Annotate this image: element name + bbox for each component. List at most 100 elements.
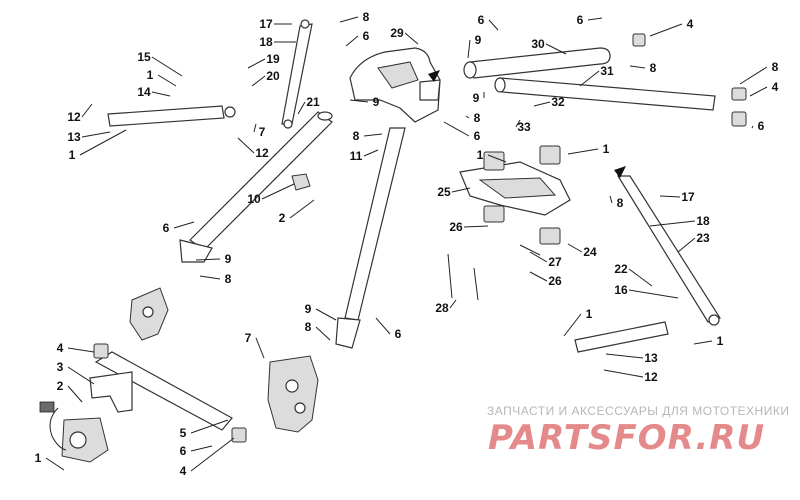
leader-line [449, 299, 457, 309]
callout-number: 22 [614, 262, 628, 276]
callout-number: 1 [586, 307, 593, 321]
callout-number: 9 [475, 33, 482, 47]
callout-number: 6 [363, 29, 370, 43]
leader-line [349, 99, 369, 103]
callout-number: 20 [266, 69, 280, 83]
callout-number: 6 [163, 221, 170, 235]
left-mid-assembly [129, 287, 169, 341]
callout-number: 8 [772, 60, 779, 74]
leader-line [255, 337, 265, 359]
callout-number: 32 [551, 95, 565, 109]
leader-line [488, 19, 499, 31]
leader-line [677, 237, 696, 253]
callout-number: 6 [395, 327, 402, 341]
leader-line [67, 366, 95, 385]
bolts [447, 244, 541, 301]
leader-line [315, 326, 331, 341]
leader-line [253, 123, 257, 133]
marker-triangle [614, 166, 626, 178]
callout-number: 23 [696, 231, 710, 245]
callout-number: 1 [603, 142, 610, 156]
leader-line [297, 101, 306, 115]
callout-number: 17 [259, 17, 273, 31]
callout-number: 33 [517, 120, 531, 134]
leader-line [190, 419, 229, 434]
callout-number: 3 [57, 360, 64, 374]
callout-number: 7 [259, 125, 266, 139]
right-diagonal-strut [616, 175, 721, 326]
leader-line [247, 58, 266, 69]
callout-number: 1 [477, 148, 484, 162]
leader-line [67, 385, 83, 403]
callout-number: 8 [225, 272, 232, 286]
callout-number: 31 [600, 64, 614, 78]
callout-number: 8 [363, 10, 370, 24]
leader-line [339, 16, 359, 23]
callout-number: 6 [478, 13, 485, 27]
leader-line [629, 65, 646, 69]
leader-line [463, 225, 489, 228]
callout-number: 9 [473, 91, 480, 105]
callout-number: 28 [435, 301, 449, 315]
callout-number: 8 [474, 111, 481, 125]
watermark-caption: ЗАПЧАСТИ И АКСЕССУАРЫ ДЛЯ МОТОТЕХНИКИ [487, 404, 790, 418]
callout-number: 9 [225, 252, 232, 266]
leader-line [79, 129, 127, 156]
leader-line [404, 32, 419, 45]
center-lower-assembly [267, 355, 319, 433]
callout-number: 6 [758, 119, 765, 133]
leader-line [151, 91, 171, 97]
leader-line [443, 121, 470, 137]
watermark-logo: PARTSFOR.RU [488, 418, 766, 458]
leader-line [195, 258, 221, 261]
leader-line [628, 268, 653, 287]
callout-number: 6 [474, 129, 481, 143]
leader-line [363, 149, 379, 157]
upper-link-rod [281, 19, 313, 129]
callout-number: 8 [353, 129, 360, 143]
leader-line [467, 39, 471, 59]
callout-number: 2 [279, 211, 286, 225]
leader-line [451, 187, 471, 193]
leader-line [315, 308, 337, 321]
leader-line [739, 66, 768, 85]
column-bracket [349, 47, 441, 123]
leader-line [289, 199, 315, 219]
callout-number: 16 [614, 283, 628, 297]
clamp-top-right [632, 33, 747, 127]
callout-number: 10 [247, 192, 261, 206]
pedal-bracket [459, 145, 571, 245]
callout-number: 4 [772, 80, 779, 94]
callout-number: 2 [57, 379, 64, 393]
leader-line [151, 56, 183, 77]
callout-leaders [45, 16, 768, 472]
callout-number: 13 [67, 130, 81, 144]
callout-number: 13 [644, 351, 658, 365]
leader-line [649, 220, 696, 227]
leader-line [81, 103, 93, 118]
callout-number: 8 [305, 320, 312, 334]
callout-number: 1 [147, 68, 154, 82]
callout-number: 17 [681, 190, 695, 204]
leader-line [487, 154, 507, 163]
leader-line [649, 23, 683, 37]
callout-number: 12 [255, 146, 269, 160]
callout-number: 29 [390, 26, 404, 40]
leader-line [261, 183, 295, 200]
callout-number: 11 [350, 149, 363, 163]
callout-number: 7 [245, 331, 252, 345]
callout-number: 12 [67, 110, 81, 124]
leader-line [199, 275, 221, 280]
callout-number: 12 [644, 370, 658, 384]
bushing [291, 173, 311, 191]
callout-number: 1 [717, 334, 724, 348]
callout-number: 1 [35, 451, 42, 465]
leader-line [603, 369, 644, 378]
leader-line [529, 251, 548, 263]
leader-line [375, 317, 391, 335]
lower-right-plate [574, 321, 669, 353]
leader-line [251, 75, 266, 87]
leader-line [545, 43, 567, 55]
